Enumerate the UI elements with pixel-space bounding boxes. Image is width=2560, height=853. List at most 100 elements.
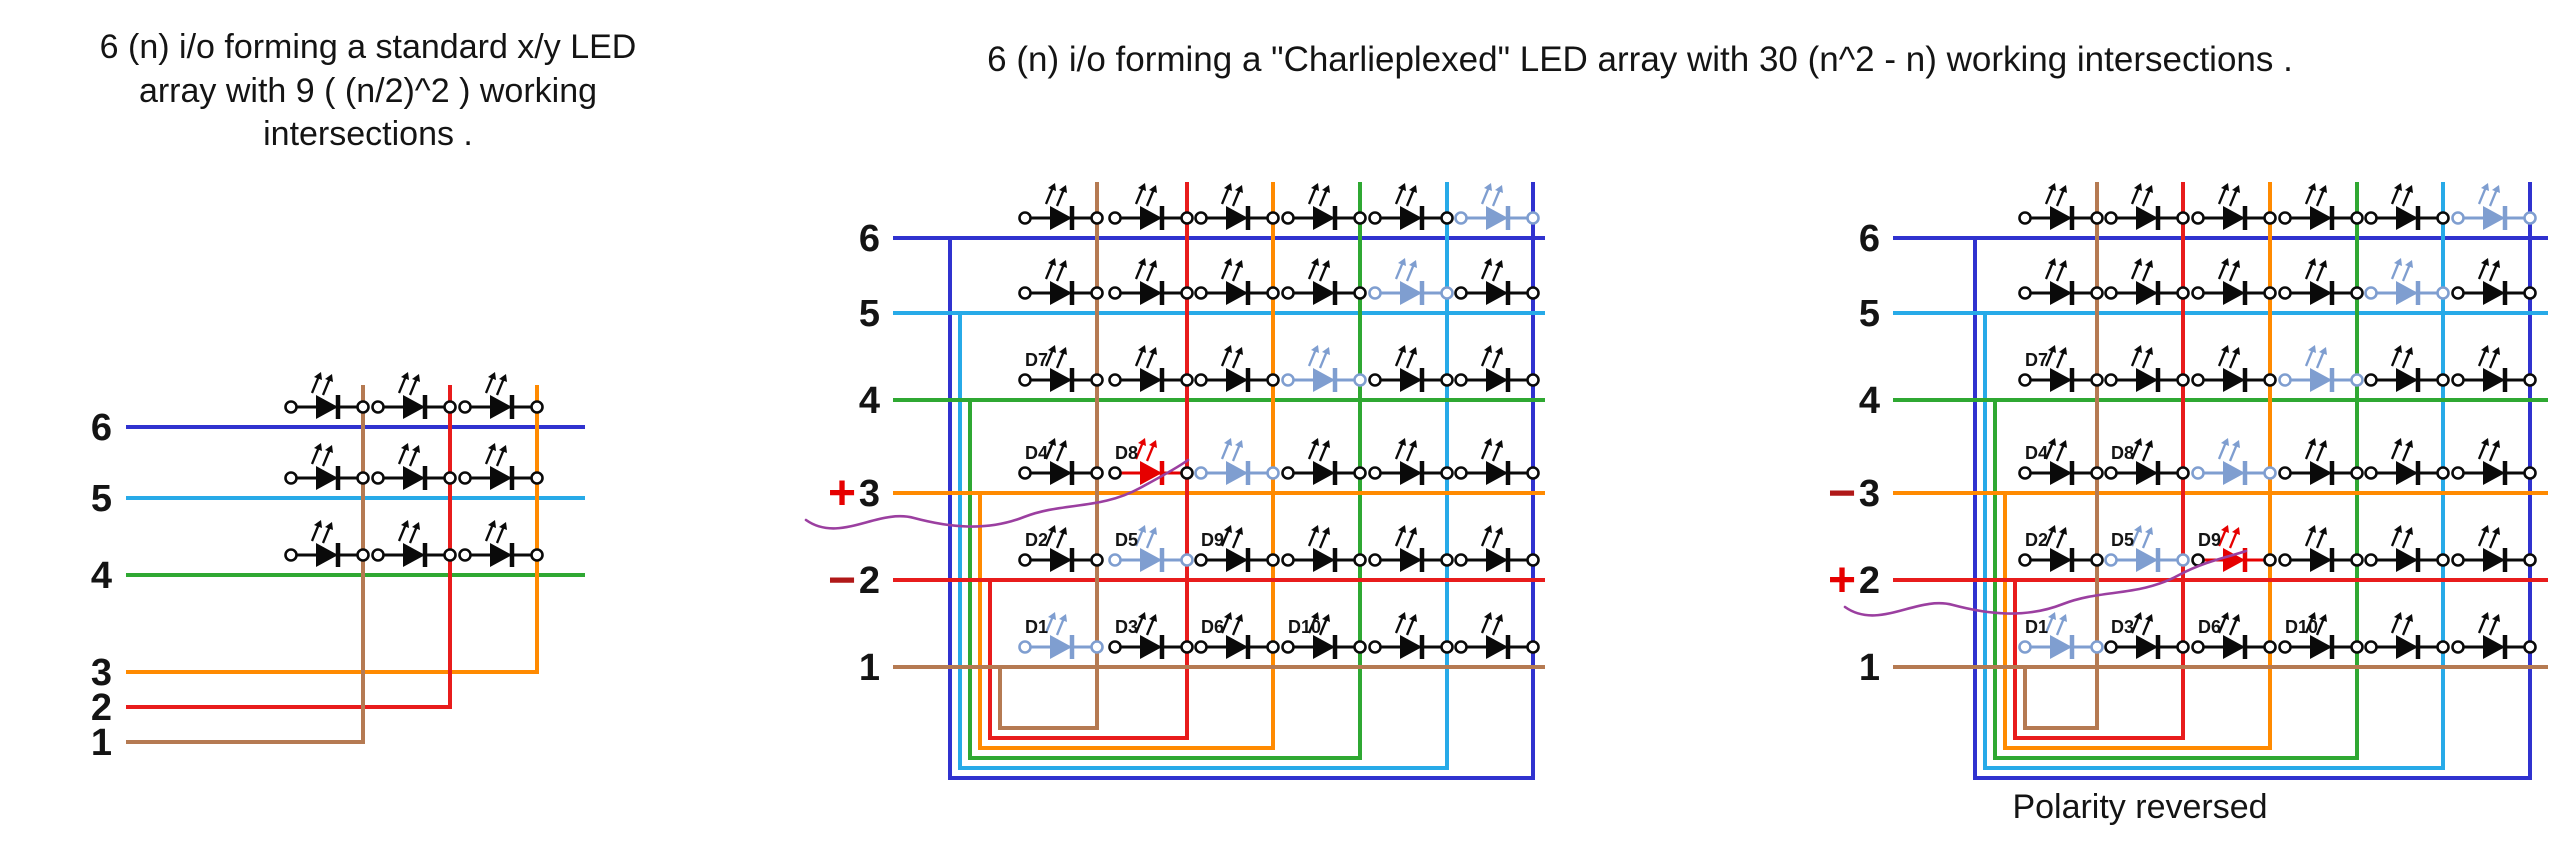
led-terminal (2364, 466, 2378, 480)
led-terminal (356, 548, 370, 562)
led-row6-col2 (2104, 183, 2190, 230)
emission-arrow-head (2048, 612, 2056, 620)
emission-arrow-head (2319, 185, 2327, 193)
led-anode-triangle (1226, 368, 1248, 392)
led-row5-col1 (2018, 258, 2104, 305)
led-terminal (458, 400, 472, 414)
emission-arrow-line (1480, 528, 1491, 547)
led-row1-col6 (1454, 612, 1540, 659)
led-row3-col5 (1368, 438, 1454, 485)
led-terminal (1018, 286, 1032, 300)
led-row5-col4 (1281, 258, 1367, 305)
led-anode-triangle (2483, 206, 2505, 230)
emission-arrow-line (2304, 186, 2315, 205)
led-row4-col3 (1194, 345, 1280, 392)
emission-arrow-line (2228, 530, 2239, 549)
led-terminal (1180, 211, 1194, 225)
led-anode-triangle (2050, 548, 2072, 572)
led-terminal (2191, 466, 2205, 480)
row-label-3: 3 (1859, 473, 1880, 515)
emission-arrow-head (2394, 438, 2402, 446)
led-terminal (1018, 466, 1032, 480)
emission-arrow-line (2401, 350, 2412, 369)
led-anode-triangle (1486, 206, 1508, 230)
emission-arrow-line (1480, 348, 1491, 367)
io-line-1-wrap (2023, 182, 2099, 730)
emission-arrow-line (1480, 441, 1491, 460)
led-terminal (2278, 373, 2292, 387)
led-anode-triangle (1486, 368, 1508, 392)
emission-arrow-line (1055, 617, 1066, 636)
emission-arrow-head (1484, 258, 1492, 266)
led-anode-triangle (1140, 635, 1162, 659)
led-terminal (1180, 553, 1194, 567)
led-terminal (1440, 553, 1454, 567)
emission-arrow-line (2401, 188, 2412, 207)
led-terminal (2176, 553, 2190, 567)
emission-arrow-line (2055, 443, 2066, 462)
led-anode-triangle (1400, 206, 1422, 230)
emission-arrow-line (1145, 530, 1156, 549)
emission-arrow-head (1322, 440, 1330, 448)
emission-arrow-head (2481, 612, 2489, 620)
led-row5-col1 (1018, 258, 1104, 305)
emission-arrow-head (1311, 258, 1319, 266)
led-anode-triangle (1140, 206, 1162, 230)
emission-arrow-head (1235, 440, 1243, 448)
emission-arrow-line (2055, 188, 2066, 207)
emission-arrow-line (2130, 186, 2141, 205)
led-terminal (284, 471, 298, 485)
emission-arrow-line (1394, 186, 1405, 205)
emission-arrow-head (1311, 612, 1319, 620)
led-anode-triangle (2136, 206, 2158, 230)
led-anode-triangle (1050, 635, 1072, 659)
led-terminal (2018, 553, 2032, 567)
io-line-1-wrap (998, 182, 1099, 730)
emission-arrow-head (2405, 260, 2413, 268)
io-line-2-wrap (988, 182, 1189, 740)
led-terminal (2278, 466, 2292, 480)
led-anode-triangle (1226, 281, 1248, 305)
led-row3-col2 (2104, 438, 2190, 485)
emission-arrow-line (484, 523, 495, 542)
emission-arrow-line (495, 377, 506, 396)
led-terminal (1194, 466, 1208, 480)
led-terminal (1440, 640, 1454, 654)
emission-arrow-line (1307, 261, 1318, 280)
standard-array-title-line2: array with 9 ( (n/2)^2 ) working (138, 71, 598, 110)
led-terminal (530, 471, 544, 485)
led-row4-col4-ghost (2278, 345, 2364, 392)
minus-sign-line-3: − (1828, 467, 1856, 520)
led-terminal (2263, 640, 2277, 654)
led-terminal (530, 400, 544, 414)
led-anode-triangle (2136, 281, 2158, 305)
emission-arrow-head (314, 443, 322, 451)
emission-arrow-head (488, 372, 496, 380)
emission-arrow-line (310, 523, 321, 542)
column-label-2: 2 (91, 687, 112, 729)
led-row5-col2 (1108, 258, 1194, 305)
emission-arrow-line (1231, 263, 1242, 282)
emission-arrow-head (2405, 440, 2413, 448)
emission-arrow-head (401, 372, 409, 380)
led-anode-triangle (1400, 281, 1422, 305)
emission-arrow-line (321, 377, 332, 396)
emission-arrow-head (2308, 258, 2316, 266)
emission-arrow-line (2228, 443, 2239, 462)
led-anode-triangle (1486, 281, 1508, 305)
led-terminal (1180, 466, 1194, 480)
emission-arrow-head (2221, 345, 2229, 353)
emission-arrow-line (1220, 441, 1231, 460)
led-terminal (1018, 211, 1032, 225)
led-terminal (1180, 373, 1194, 387)
led-terminal (1368, 286, 1382, 300)
emission-arrow-head (2145, 260, 2153, 268)
emission-arrow-line (1220, 186, 1231, 205)
led-anode-triangle (1050, 206, 1072, 230)
emission-arrow-line (1145, 443, 1156, 462)
led-anode-triangle (2396, 635, 2418, 659)
io-line-3-wrap (2003, 182, 2272, 750)
io-line-2-wrap (2013, 182, 2185, 740)
led-terminal (2104, 640, 2118, 654)
emission-arrow-head (2481, 438, 2489, 446)
